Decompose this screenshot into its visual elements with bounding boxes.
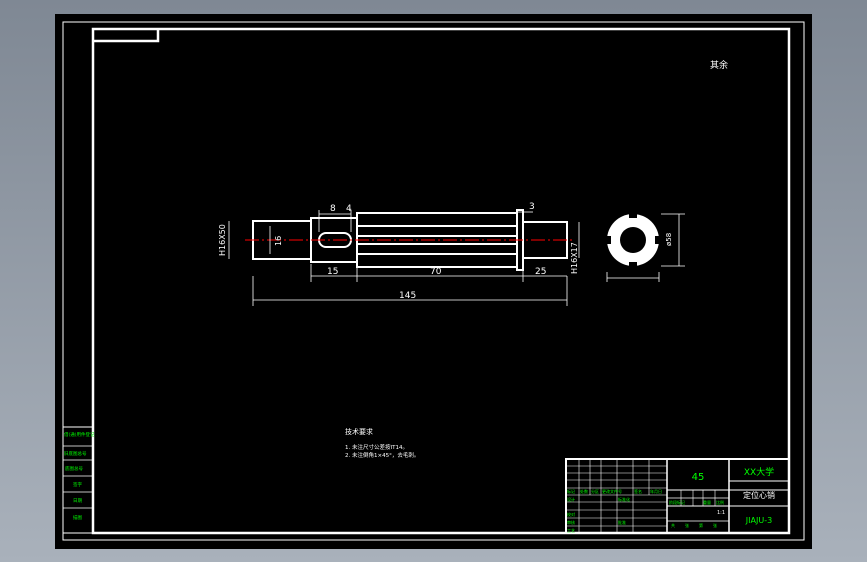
- drawing-canvas: 其余 8 4 3 15 70 2: [62, 21, 805, 541]
- tb-approve-label: 批准: [618, 519, 626, 525]
- section-view: ø58: [603, 210, 685, 282]
- outer-frame: [62, 21, 805, 541]
- tb-role-label-3: 审核: [567, 519, 575, 525]
- margin-label-4: 签字: [73, 481, 82, 488]
- drawing-sheet: 其余 8 4 3 15 70 2: [55, 14, 812, 549]
- left-margin-table: 借(通)用件登记 旧底图总号 底图总号 签字 日期 描图: [62, 426, 95, 534]
- roughness-note: 其余: [710, 59, 728, 71]
- tb-row-label-4: 更改文件号: [602, 488, 622, 494]
- inner-frame: [91, 27, 791, 535]
- title-block: 标记 处数 分区 更改文件号 签名 年月日 设计 校对 审核 工艺 标准化 批准…: [565, 458, 790, 534]
- tb-std-label: 标准化: [618, 496, 630, 502]
- tb-row-label-1: 标记: [567, 488, 575, 494]
- tech-req-title: 技术要求: [345, 427, 373, 436]
- tb-sheet-unit-1: 张: [685, 522, 689, 528]
- margin-label-6: 描图: [73, 514, 82, 521]
- margin-label-5: 日期: [73, 498, 82, 504]
- tb-scale-value: 1:1: [717, 510, 725, 516]
- dim-section: ø58: [665, 233, 673, 246]
- tb-row-label-2: 处数: [580, 488, 588, 494]
- margin-label-2: 旧底图总号: [64, 450, 87, 457]
- tb-role-label-2: 校对: [567, 511, 575, 517]
- code-box: [93, 29, 160, 43]
- tech-req-item-1: 1. 未注尺寸公差按IT14。: [345, 443, 408, 451]
- tb-weight-label: 重量: [703, 499, 711, 505]
- dim-bore: 16: [274, 236, 283, 246]
- dim-left-seg: 15: [327, 267, 338, 277]
- shaft-right-end: [522, 221, 568, 259]
- tb-role-label-4: 工艺: [567, 528, 575, 533]
- tb-sheet-unit-2: 张: [713, 522, 717, 528]
- dim-mid-seg: 70: [430, 267, 442, 277]
- tb-role-label-1: 设计: [567, 496, 575, 502]
- tb-scale-label: 比例: [716, 499, 724, 505]
- tb-row-label-3: 分区: [591, 488, 599, 494]
- dim-left-dia: H16X50: [218, 224, 227, 256]
- tb-school: XX大学: [744, 466, 774, 478]
- dim-slot-pos: 4: [346, 204, 352, 214]
- tb-drawing-no: JIAJU-3: [745, 516, 772, 525]
- tb-sheet-no: 第: [699, 522, 703, 528]
- margin-label-3: 底图总号: [65, 465, 83, 472]
- dimension-lines: [228, 210, 580, 306]
- dim-shoulder: 3: [529, 202, 535, 212]
- dim-right-seg: 25: [535, 267, 546, 277]
- tb-sheet-total: 共: [671, 522, 675, 528]
- tb-material: 45: [692, 472, 705, 483]
- dim-slot-len: 8: [330, 204, 336, 214]
- tb-row-label-5: 签名: [634, 488, 642, 494]
- section-bore: [620, 227, 646, 253]
- margin-label-1: 借(通)用件登记: [64, 431, 95, 438]
- tb-part-name: 定位心销: [743, 490, 775, 500]
- tb-row-label-6: 年月日: [650, 488, 662, 494]
- tech-req-item-2: 2. 未注倒角1×45°，去毛刺。: [345, 451, 419, 459]
- dim-right-dia: H16X17: [570, 242, 579, 274]
- dim-overall: 145: [399, 291, 416, 301]
- tb-stage-label: 阶段标记: [669, 499, 685, 505]
